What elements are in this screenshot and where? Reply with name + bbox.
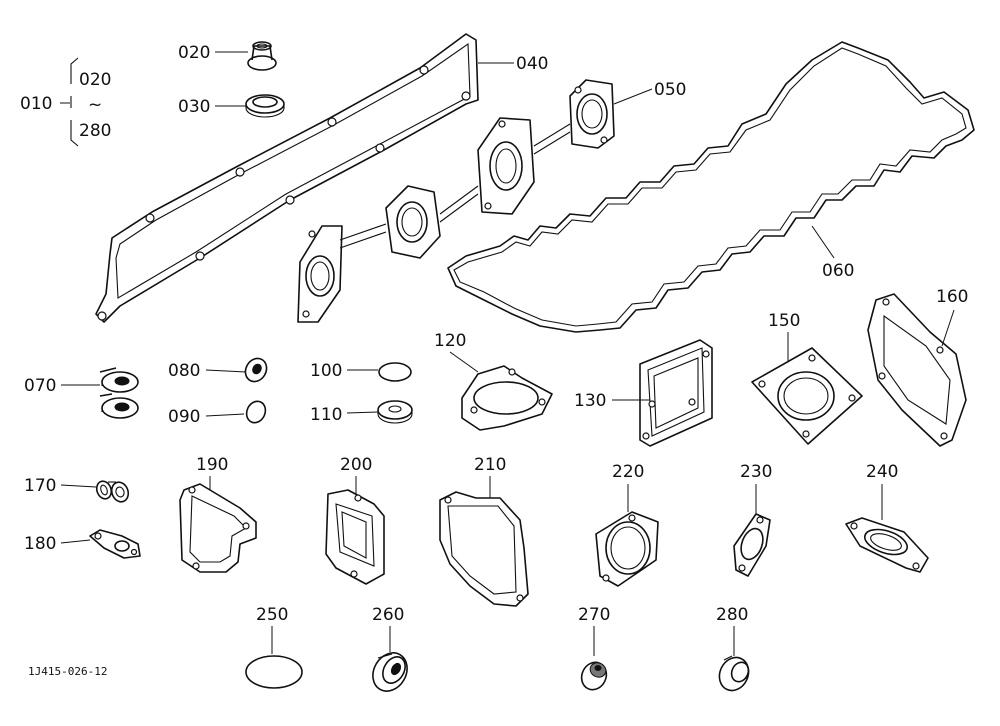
label-070: 070: [24, 376, 56, 396]
part-250-o-ring[interactable]: 250: [245, 605, 303, 689]
part-020-stem-seal[interactable]: 020: [178, 41, 277, 71]
irregular-gasket-icon: [867, 293, 967, 447]
label-150: 150: [768, 311, 800, 331]
part-200-gasket[interactable]: 200: [325, 455, 385, 585]
part-280-seal-ring[interactable]: 280: [714, 605, 754, 695]
washer-icon-110: [377, 400, 413, 424]
bracket-010: [70, 57, 79, 147]
label-280: 280: [716, 605, 748, 625]
part-210-gasket[interactable]: 210: [439, 455, 529, 607]
part-170-seals[interactable]: 170: [24, 476, 131, 504]
label-100: 100: [310, 361, 342, 381]
label-260: 260: [372, 605, 404, 625]
label-230: 230: [740, 462, 772, 482]
seal-ring-icon-280: [718, 655, 750, 692]
label-220: 220: [612, 462, 644, 482]
washer-pair-icon: [99, 367, 139, 419]
leader-090: [205, 413, 245, 417]
oil-seal-icon: [372, 652, 408, 692]
leader-120: [449, 351, 479, 373]
part-060-head-cover-gasket[interactable]: 060: [447, 41, 975, 333]
small-oil-seal-icon: [580, 661, 608, 691]
drawing-code: 1J415-026-12: [28, 665, 107, 678]
seal-pair-icon-170: [95, 480, 130, 503]
label-240: 240: [866, 462, 898, 482]
label-060: 060: [822, 261, 854, 281]
o-ring-icon-090: [245, 400, 267, 424]
label-210: 210: [474, 455, 506, 475]
label-200: 200: [340, 455, 372, 475]
part-030-seal[interactable]: 030: [178, 94, 285, 118]
part-110-washer[interactable]: 110: [310, 400, 413, 425]
part-100-o-ring[interactable]: 100: [310, 361, 412, 382]
leader-080: [205, 369, 247, 373]
oval-gasket-icon-230: [733, 513, 771, 577]
part-090-o-ring[interactable]: 090: [168, 398, 269, 427]
part-260-oil-seal[interactable]: 260: [366, 605, 414, 697]
label-270: 270: [578, 605, 610, 625]
part-270-oil-seal[interactable]: 270: [577, 605, 611, 694]
label-170: 170: [24, 476, 56, 496]
part-050-exhaust-gasket[interactable]: 050: [297, 79, 686, 323]
flange-gasket-icon: [461, 365, 553, 431]
part-180-gasket[interactable]: 180: [24, 529, 141, 559]
label-030: 030: [178, 97, 210, 117]
label-090: 090: [168, 407, 200, 427]
part-240-gasket[interactable]: 240: [845, 462, 929, 573]
label-040: 040: [516, 54, 548, 74]
leader-050: [613, 88, 653, 105]
label-010-tilde: ~: [88, 95, 102, 115]
label-010-from: 020: [79, 70, 111, 90]
label-190: 190: [196, 455, 228, 475]
seal-icon-080: [244, 357, 268, 383]
label-120: 120: [434, 331, 466, 351]
part-220-flange-gasket[interactable]: 220: [595, 462, 659, 587]
label-080: 080: [168, 361, 200, 381]
label-160: 160: [936, 287, 968, 307]
seal-ring-icon: [245, 94, 285, 118]
leader-170: [60, 484, 97, 488]
manifold-gasket-icon: [95, 33, 479, 323]
part-040-manifold-gasket[interactable]: 040: [95, 33, 548, 323]
part-080-seal[interactable]: 080: [168, 355, 271, 386]
part-120-flange-gasket[interactable]: 120: [434, 331, 553, 431]
gasket-icon-190: [179, 483, 257, 573]
o-ring-icon-250: [245, 655, 303, 689]
label-250: 250: [256, 605, 288, 625]
callout-010[interactable]: 010 020 ~ 280: [20, 57, 111, 147]
square-gasket-icon: [751, 347, 863, 445]
exhaust-gasket-icon: [297, 79, 615, 323]
part-160-gasket[interactable]: 160: [867, 287, 968, 447]
label-130: 130: [574, 391, 606, 411]
stem-seal-icon: [247, 41, 277, 71]
leader-160: [941, 309, 955, 347]
label-010: 010: [20, 94, 52, 114]
head-cover-gasket-icon: [447, 41, 975, 333]
oval-gasket-icon-240: [845, 517, 929, 573]
part-150-square-gasket[interactable]: 150: [751, 311, 863, 445]
label-180: 180: [24, 534, 56, 554]
label-110: 110: [310, 405, 342, 425]
small-gasket-icon-180: [89, 529, 141, 559]
gasket-icon-210: [439, 491, 529, 607]
part-190-gasket[interactable]: 190: [179, 455, 257, 573]
part-130-gasket[interactable]: 130: [574, 339, 713, 447]
round-flange-gasket-icon: [595, 511, 659, 587]
o-ring-icon-100: [378, 362, 412, 382]
leader-180: [60, 539, 91, 544]
label-010-to: 280: [79, 121, 111, 141]
leader-060: [811, 225, 835, 259]
label-020: 020: [178, 43, 210, 63]
gasket-icon-200: [325, 489, 385, 585]
rect-gasket-icon: [639, 339, 713, 447]
part-230-gasket[interactable]: 230: [733, 462, 772, 577]
label-050: 050: [654, 80, 686, 100]
part-070-washers[interactable]: 070: [24, 367, 139, 419]
leader-110: [346, 411, 379, 414]
